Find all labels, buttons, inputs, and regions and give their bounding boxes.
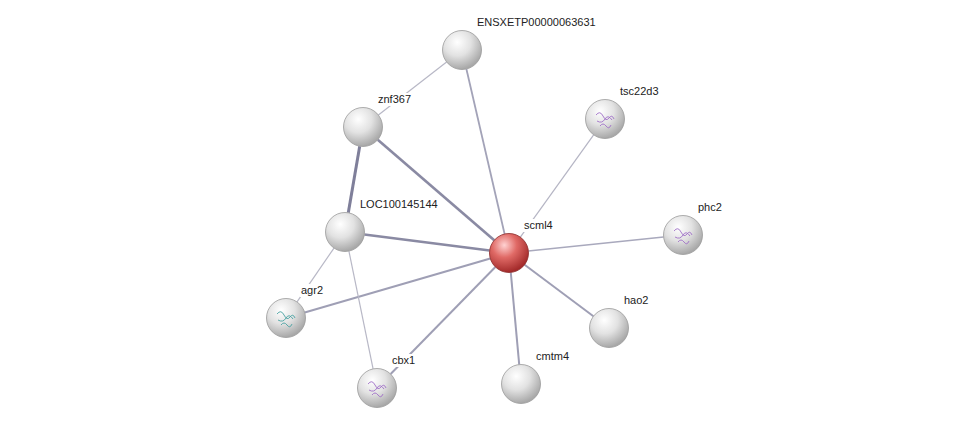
node-circle xyxy=(344,108,383,147)
interaction-edge xyxy=(466,69,504,234)
node-label: LOC100145144 xyxy=(359,198,439,211)
node-label: hao2 xyxy=(623,294,649,307)
structure-icon xyxy=(674,229,692,244)
node-sphere xyxy=(501,364,541,404)
node-label: agr2 xyxy=(300,284,324,297)
interaction-edge xyxy=(511,272,519,364)
interaction-edge xyxy=(520,135,593,237)
structure-icon xyxy=(596,113,614,128)
interaction-edge xyxy=(378,140,494,241)
protein-node: ENSXETP00000063631 xyxy=(442,30,482,70)
node-label: phc2 xyxy=(697,201,723,214)
interaction-edge xyxy=(297,248,334,302)
node-circle xyxy=(502,365,541,404)
node-sphere xyxy=(585,99,625,139)
node-sphere xyxy=(357,368,397,408)
protein-node: agr2 xyxy=(266,298,306,338)
protein-node: phc2 xyxy=(663,215,703,255)
interaction-edge xyxy=(364,234,489,250)
protein-node: hao2 xyxy=(589,308,629,348)
node-sphere xyxy=(442,30,482,70)
protein-node: LOC100145144 xyxy=(325,212,365,252)
node-label: znf367 xyxy=(377,93,412,106)
node-circle xyxy=(267,299,306,338)
interaction-edge xyxy=(378,62,446,115)
node-label: cmtm4 xyxy=(535,350,570,363)
node-circle xyxy=(443,31,482,70)
protein-node: znf367 xyxy=(343,107,383,147)
protein-node: scml4 xyxy=(489,233,529,273)
node-label: scml4 xyxy=(523,219,554,232)
node-sphere xyxy=(343,107,383,147)
interaction-edge xyxy=(349,251,373,369)
node-sphere xyxy=(325,212,365,252)
node-label: ENSXETP00000063631 xyxy=(476,16,597,29)
node-circle xyxy=(326,213,365,252)
node-sphere xyxy=(663,215,703,255)
structure-icon xyxy=(368,382,386,397)
node-circle xyxy=(490,234,529,273)
node-circle xyxy=(590,309,629,348)
node-circle xyxy=(586,100,625,139)
interaction-edge xyxy=(348,146,359,213)
node-sphere xyxy=(266,298,306,338)
protein-node: tsc22d3 xyxy=(585,99,625,139)
protein-node: cmtm4 xyxy=(501,364,541,404)
node-circle xyxy=(664,216,703,255)
node-label: tsc22d3 xyxy=(619,85,660,98)
interaction-edge xyxy=(528,237,663,251)
node-label: cbx1 xyxy=(391,354,416,367)
interaction-edge xyxy=(525,265,594,317)
node-circle xyxy=(358,369,397,408)
interaction-edge xyxy=(305,258,491,312)
node-sphere xyxy=(489,233,529,273)
protein-node: cbx1 xyxy=(357,368,397,408)
node-sphere xyxy=(589,308,629,348)
structure-icon xyxy=(277,312,295,327)
